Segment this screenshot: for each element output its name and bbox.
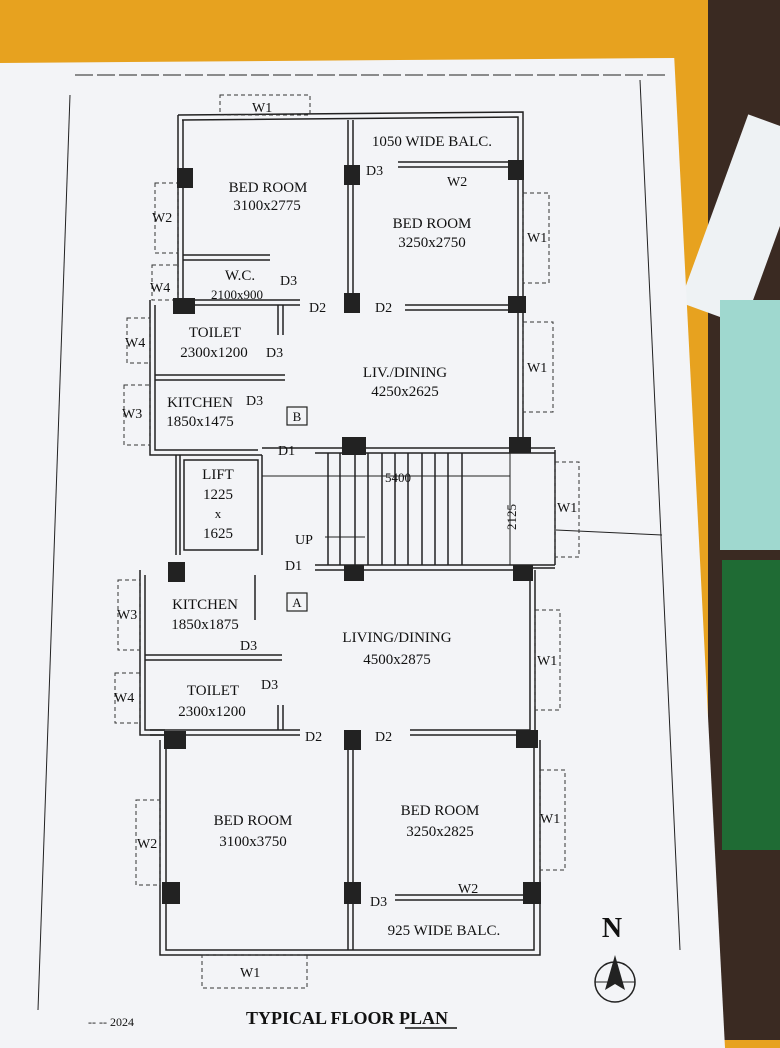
door-d3: D3: [246, 394, 263, 409]
door-labels: D3 D3 D2 D2 D3 D3 D1 D1 D3 D3 D2 D2 D3: [240, 164, 392, 910]
unit-a-box: [286, 592, 308, 612]
window-w1: W1: [557, 501, 577, 516]
window-w1: W1: [240, 966, 260, 981]
window-w3: W3: [117, 608, 137, 623]
window-projections: [114, 94, 580, 989]
toilet-b-name: TOILET: [189, 325, 241, 341]
window-w3: W3: [122, 407, 142, 422]
window-w2: W2: [152, 211, 172, 226]
door-d2: D2: [375, 301, 392, 316]
wc-size: 2100x900: [211, 287, 263, 302]
lift-name: LIFT: [202, 467, 234, 483]
bed-nw-size: 3100x2775: [233, 198, 301, 214]
toilet-b-size: 2300x1200: [180, 345, 248, 361]
lift-x: x: [215, 506, 222, 521]
unit-b-label: B: [293, 409, 302, 424]
stair-length: 5400: [385, 470, 411, 485]
kitchen-a-size: 1850x1875: [171, 617, 239, 633]
door-d3: D3: [280, 274, 297, 289]
door-d2: D2: [309, 301, 326, 316]
liv-a-size: 4500x2875: [363, 652, 431, 668]
stair-up: UP: [295, 533, 313, 548]
window-w4: W4: [150, 281, 170, 296]
liv-b-name: LIV./DINING: [363, 365, 447, 381]
door-d3: D3: [261, 678, 278, 693]
wc-name: W.C.: [225, 268, 255, 284]
plan-lines: [37, 74, 681, 1011]
balcony-top-label: 1050 WIDE BALC.: [372, 134, 492, 150]
window-w1: W1: [540, 812, 560, 827]
footer-partial: -- -- 2024: [88, 1015, 134, 1029]
liv-a-name: LIVING/DINING: [342, 630, 451, 646]
kitchen-b-name: KITCHEN: [167, 395, 233, 411]
unit-b-box: [286, 406, 308, 426]
window-w2: W2: [447, 175, 467, 190]
door-d2: D2: [375, 730, 392, 745]
bed-ne-name: BED ROOM: [393, 216, 472, 232]
room-labels: BED ROOM 3100x2775 BED ROOM 3250x2750 10…: [166, 134, 500, 939]
window-w1: W1: [527, 231, 547, 246]
bed-sw-size: 3100x3750: [219, 834, 287, 850]
door-d3: D3: [370, 895, 387, 910]
kitchen-a-name: KITCHEN: [172, 597, 238, 613]
liv-b-size: 4250x2625: [371, 384, 439, 400]
bed-sw-name: BED ROOM: [214, 813, 293, 829]
window-labels: W1 W2 W2 W1 W4 W4 W1 W3 W1 W3 W1 W4 W2 W…: [114, 101, 577, 981]
window-w1: W1: [537, 654, 557, 669]
bed-ne-size: 3250x2750: [398, 235, 466, 251]
door-d3: D3: [266, 346, 283, 361]
stair-width: 2125: [504, 504, 519, 530]
background-green-folder: [722, 560, 780, 850]
background-teal-paper: [720, 300, 780, 550]
window-w4: W4: [125, 336, 145, 351]
door-d1: D1: [278, 444, 295, 459]
north-arrow: N: [594, 913, 636, 1003]
lift-w: 1225: [203, 487, 233, 503]
north-label: N: [602, 913, 622, 944]
window-w1: W1: [252, 101, 272, 116]
paper-sheet: [0, 58, 725, 1048]
door-d3: D3: [366, 164, 383, 179]
door-d3: D3: [240, 639, 257, 654]
door-d1: D1: [285, 559, 302, 574]
bed-se-size: 3250x2825: [406, 824, 474, 840]
unit-a-label: A: [292, 595, 302, 610]
bed-nw-name: BED ROOM: [229, 180, 308, 196]
window-w4: W4: [114, 691, 134, 706]
toilet-a-size: 2300x1200: [178, 704, 246, 720]
window-w2: W2: [458, 882, 478, 897]
bed-se-name: BED ROOM: [401, 803, 480, 819]
door-d2: D2: [305, 730, 322, 745]
structural-columns: [162, 160, 541, 904]
plan-title: TYPICAL FLOOR PLAN: [246, 1008, 448, 1028]
kitchen-b-size: 1850x1475: [166, 414, 234, 430]
balcony-bottom-label: 925 WIDE BALC.: [388, 923, 501, 939]
stair-labels: 5400 2125 UP: [295, 470, 519, 548]
lift-h: 1625: [203, 526, 233, 542]
toilet-a-name: TOILET: [187, 683, 239, 699]
window-w2: W2: [137, 837, 157, 852]
window-w1: W1: [527, 361, 547, 376]
